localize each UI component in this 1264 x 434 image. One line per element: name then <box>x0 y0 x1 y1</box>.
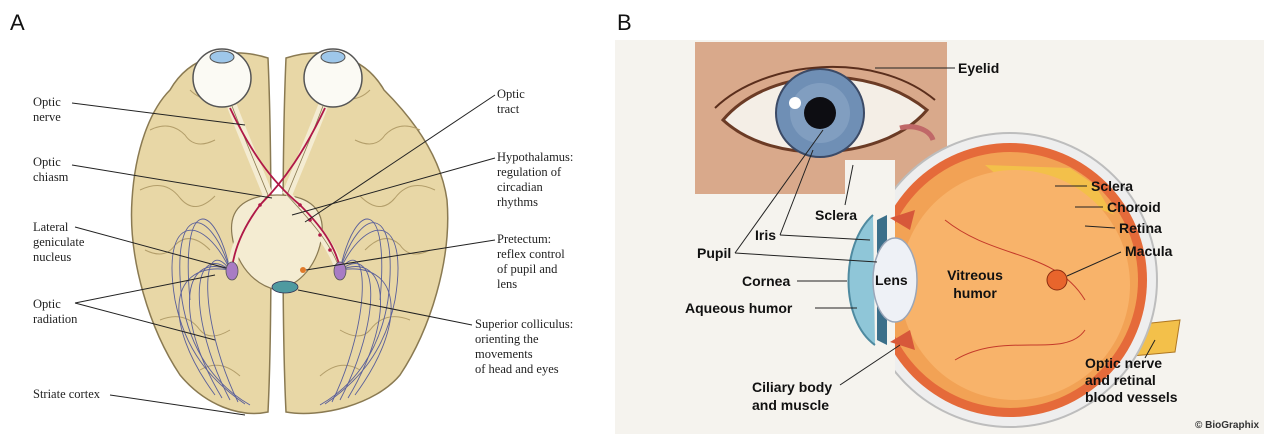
macula-spot <box>1047 270 1067 290</box>
label-vitreous-1: Vitreous <box>947 267 1003 283</box>
label-optic-nerve-1: Optic <box>33 95 61 109</box>
label-eyelid: Eyelid <box>958 60 999 76</box>
label-pretectum-2: reflex control <box>497 247 565 261</box>
label-optic-nerve-2: and retinal <box>1085 372 1156 388</box>
label-striate-cortex: Striate cortex <box>33 387 101 401</box>
eye-photo <box>695 42 947 194</box>
brain-visual-pathway-diagram: Optic nerve Optic chiasm Lateral genicul… <box>0 0 615 434</box>
brain-illustration <box>132 53 448 413</box>
label-colliculus-1: Superior colliculus: <box>475 317 573 331</box>
label-ciliary-1: Ciliary body <box>752 379 832 395</box>
label-pretectum-1: Pretectum: <box>497 232 551 246</box>
biographix-credit: © BioGraphix <box>1195 420 1259 431</box>
label-ciliary-2: and muscle <box>752 397 829 413</box>
left-lgn <box>226 262 238 280</box>
label-hypothalamus-2: regulation of <box>497 165 562 179</box>
label-pretectum-3: of pupil and <box>497 262 558 276</box>
label-macula: Macula <box>1125 243 1173 259</box>
pretectum-dot <box>300 267 306 273</box>
label-choroid: Choroid <box>1107 199 1161 215</box>
label-lens: Lens <box>875 272 908 288</box>
label-optic-radiation-2: radiation <box>33 312 78 326</box>
label-optic-chiasm-2: chiasm <box>33 170 69 184</box>
eye-anatomy-diagram: Eyelid Sclera Choroid Retina Macula Scle… <box>615 0 1264 434</box>
label-lgn-3: nucleus <box>33 250 71 264</box>
label-aqueous-humor: Aqueous humor <box>685 300 793 316</box>
label-optic-nerve-2: nerve <box>33 110 61 124</box>
label-optic-tract-1: Optic <box>497 87 525 101</box>
label-hypothalamus-1: Hypothalamus: <box>497 150 573 164</box>
label-retina: Retina <box>1119 220 1162 236</box>
label-sclera-right: Sclera <box>1091 178 1133 194</box>
label-colliculus-3: movements <box>475 347 533 361</box>
label-pretectum-4: lens <box>497 277 517 291</box>
label-cornea: Cornea <box>742 273 790 289</box>
right-eye <box>304 49 362 107</box>
label-lgn-1: Lateral <box>33 220 69 234</box>
label-sclera-left: Sclera <box>815 207 857 223</box>
label-colliculus-2: orienting the <box>475 332 539 346</box>
label-colliculus-4: of head and eyes <box>475 362 559 376</box>
label-iris: Iris <box>755 227 776 243</box>
label-optic-nerve-3: blood vessels <box>1085 389 1178 405</box>
label-pupil: Pupil <box>697 245 731 261</box>
label-optic-tract-2: tract <box>497 102 520 116</box>
label-optic-chiasm-1: Optic <box>33 155 61 169</box>
label-lgn-2: geniculate <box>33 235 85 249</box>
left-eye <box>193 49 251 107</box>
label-hypothalamus-4: rhythms <box>497 195 538 209</box>
superior-colliculus <box>272 281 298 293</box>
label-optic-nerve-1: Optic nerve <box>1085 355 1162 371</box>
label-optic-radiation-1: Optic <box>33 297 61 311</box>
label-hypothalamus-3: circadian <box>497 180 544 194</box>
label-vitreous-2: humor <box>953 285 997 301</box>
